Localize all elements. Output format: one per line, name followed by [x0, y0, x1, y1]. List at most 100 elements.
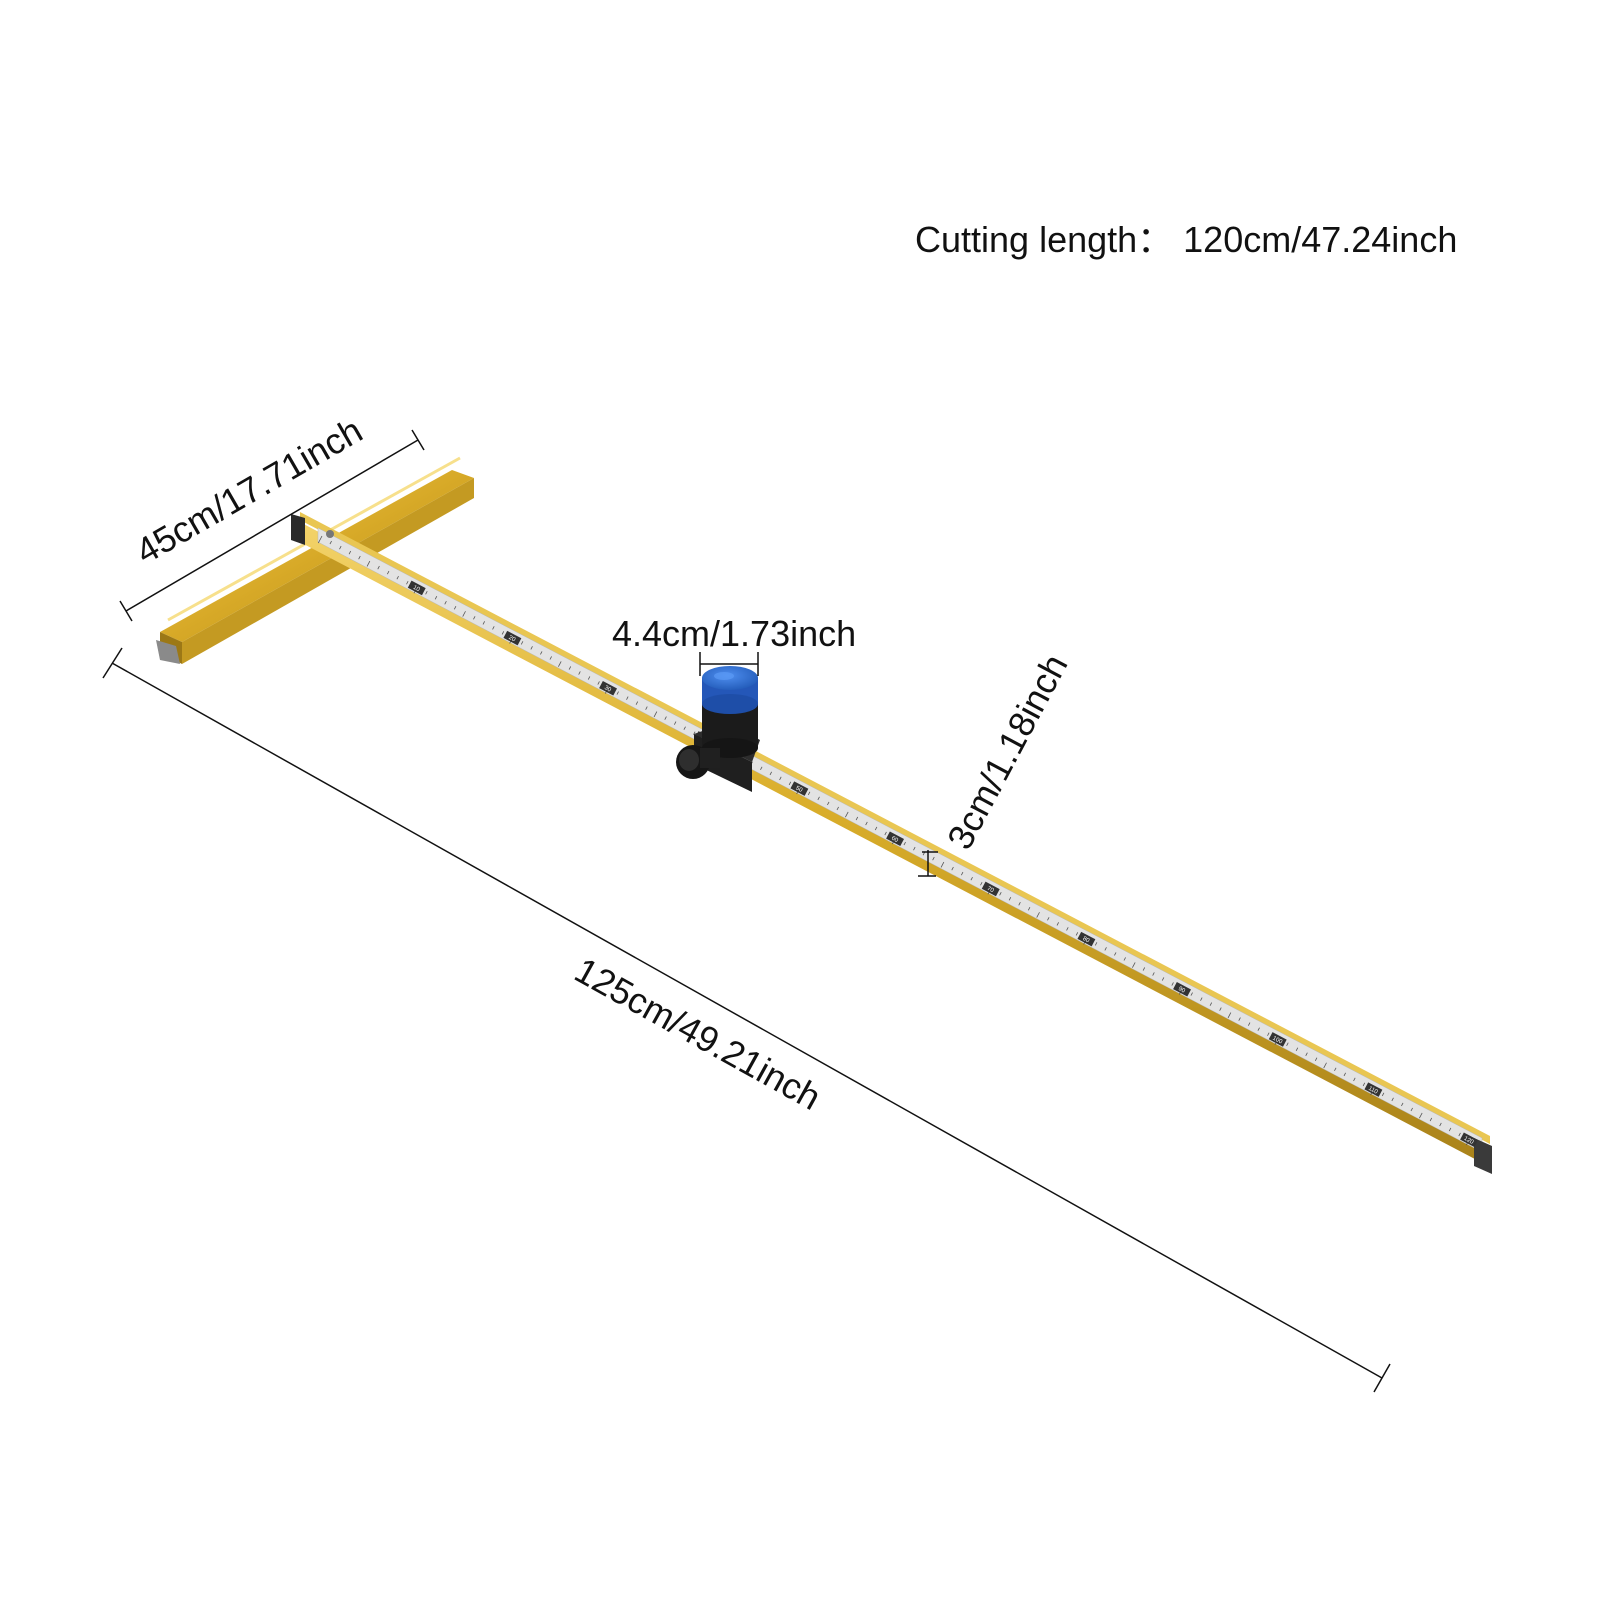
ruler-tick — [788, 781, 792, 786]
ruler-tick — [1343, 1072, 1346, 1077]
ruler-tick — [1114, 952, 1117, 956]
ruler-tick — [1439, 1122, 1442, 1127]
ruler-tick — [683, 726, 686, 730]
ruler-tick — [1190, 992, 1193, 996]
ruler-tick — [1094, 942, 1098, 946]
ruler-tick — [836, 806, 839, 811]
lock-knob-icon[interactable] — [676, 745, 720, 779]
ruler-tick — [1314, 1057, 1318, 1062]
ruler-tick — [1458, 1132, 1461, 1137]
ruler-tick — [317, 535, 323, 544]
ruler-tick — [1123, 957, 1126, 961]
ruler-tick — [1286, 1042, 1289, 1046]
ruler-label: 100 — [1271, 1036, 1283, 1046]
ruler-label: 120 — [1463, 1136, 1475, 1146]
crossbar-dimension-line — [125, 439, 419, 612]
ruler-tick — [444, 601, 447, 605]
ruler-label: 110 — [1367, 1086, 1379, 1096]
ruler-tick — [425, 590, 428, 595]
ruler-label-badge — [1268, 1032, 1287, 1047]
ruler-tick — [1142, 967, 1146, 971]
ruler-label-badge — [1173, 982, 1192, 997]
ruler-tick — [874, 826, 878, 831]
bar-end-cap-left — [291, 514, 305, 545]
total-length-dimension-line — [111, 662, 1383, 1379]
ruler-tick — [339, 545, 342, 550]
ruler-tick — [827, 801, 830, 806]
ruler-tick — [884, 831, 887, 836]
ruler-tick — [1227, 1012, 1232, 1019]
ruler-label-badge — [599, 681, 618, 696]
ruler-tick — [903, 841, 906, 846]
ruler-tick — [1056, 922, 1059, 926]
ruler-tick — [913, 846, 916, 851]
ruler-tick — [845, 811, 849, 818]
total-length-label: 125cm/49.21inch — [568, 949, 828, 1118]
ruler-tick — [492, 626, 495, 630]
ruler-tick — [1381, 1092, 1385, 1097]
ruler-tick — [453, 606, 457, 610]
ruler-tick — [1132, 962, 1136, 968]
bar-width-label: 3cm/1.18inch — [939, 647, 1076, 855]
ruler-tick — [1429, 1117, 1433, 1122]
ruler-tick — [626, 696, 629, 700]
ruler-tick — [1305, 1052, 1308, 1057]
ruler-tick — [568, 666, 572, 670]
ruler-ticks — [317, 535, 1471, 1146]
ruler-tick — [940, 861, 945, 868]
ruler-tick — [1247, 1022, 1251, 1026]
ruler-label-badge — [407, 580, 426, 596]
ruler-tick — [664, 716, 667, 720]
ruler-tick — [329, 540, 332, 545]
ruler-tick — [616, 691, 619, 695]
ruler-label-badge — [1077, 931, 1096, 947]
ruler-tick — [1104, 947, 1107, 951]
ruler-tick — [558, 661, 562, 667]
ruler-tick — [951, 866, 954, 871]
ruler-label-badge — [1364, 1082, 1383, 1097]
ruler-tick — [1036, 912, 1040, 918]
ruler-tick — [817, 796, 820, 801]
ruler-tick — [386, 570, 390, 575]
ruler-tick — [653, 711, 658, 718]
ruler-tick — [1066, 927, 1069, 931]
ruler-tick — [1075, 932, 1079, 936]
ruler-label: 10 — [412, 585, 421, 594]
main-bar — [291, 512, 1492, 1174]
ruler-tick — [1419, 1112, 1423, 1119]
ruler-label: 70 — [986, 886, 995, 895]
ruler-tick — [865, 821, 868, 826]
screw-hole — [326, 530, 334, 538]
ruler-tick — [932, 856, 935, 861]
ruler-tick — [1200, 997, 1203, 1001]
ruler-tick — [760, 766, 763, 771]
ruler-label: 90 — [1177, 986, 1186, 995]
ruler-label: 60 — [890, 836, 899, 845]
ruler-tick — [1027, 907, 1031, 911]
ruler-label: 80 — [1081, 936, 1090, 945]
ruler-tick — [587, 676, 591, 680]
ruler-tick — [501, 631, 505, 635]
ruler-tick — [406, 580, 409, 585]
ruler-tick — [348, 550, 352, 555]
ruler-tick — [855, 816, 859, 821]
ruler-tick — [396, 575, 399, 580]
ruler-tick — [645, 706, 648, 710]
ruler-tick — [473, 616, 476, 620]
ruler-tick — [1047, 917, 1050, 921]
ruler-tick — [1323, 1062, 1327, 1069]
ruler-tick — [1267, 1032, 1270, 1036]
ruler-tick — [1219, 1007, 1222, 1011]
ruler-tick — [1401, 1102, 1404, 1107]
ruler-label-badge — [790, 781, 809, 796]
ruler-tick — [1410, 1107, 1413, 1112]
ruler-tick — [597, 681, 600, 685]
cutter-head[interactable] — [676, 666, 760, 792]
bar-end-cap-right — [1474, 1138, 1492, 1174]
ruler-tick — [1161, 977, 1165, 981]
dimension-lines — [102, 429, 1391, 1393]
ruler-tick — [434, 596, 438, 600]
ruler-tick — [358, 555, 361, 560]
ruler-tick — [769, 771, 772, 776]
ruler-tick — [1018, 902, 1021, 906]
